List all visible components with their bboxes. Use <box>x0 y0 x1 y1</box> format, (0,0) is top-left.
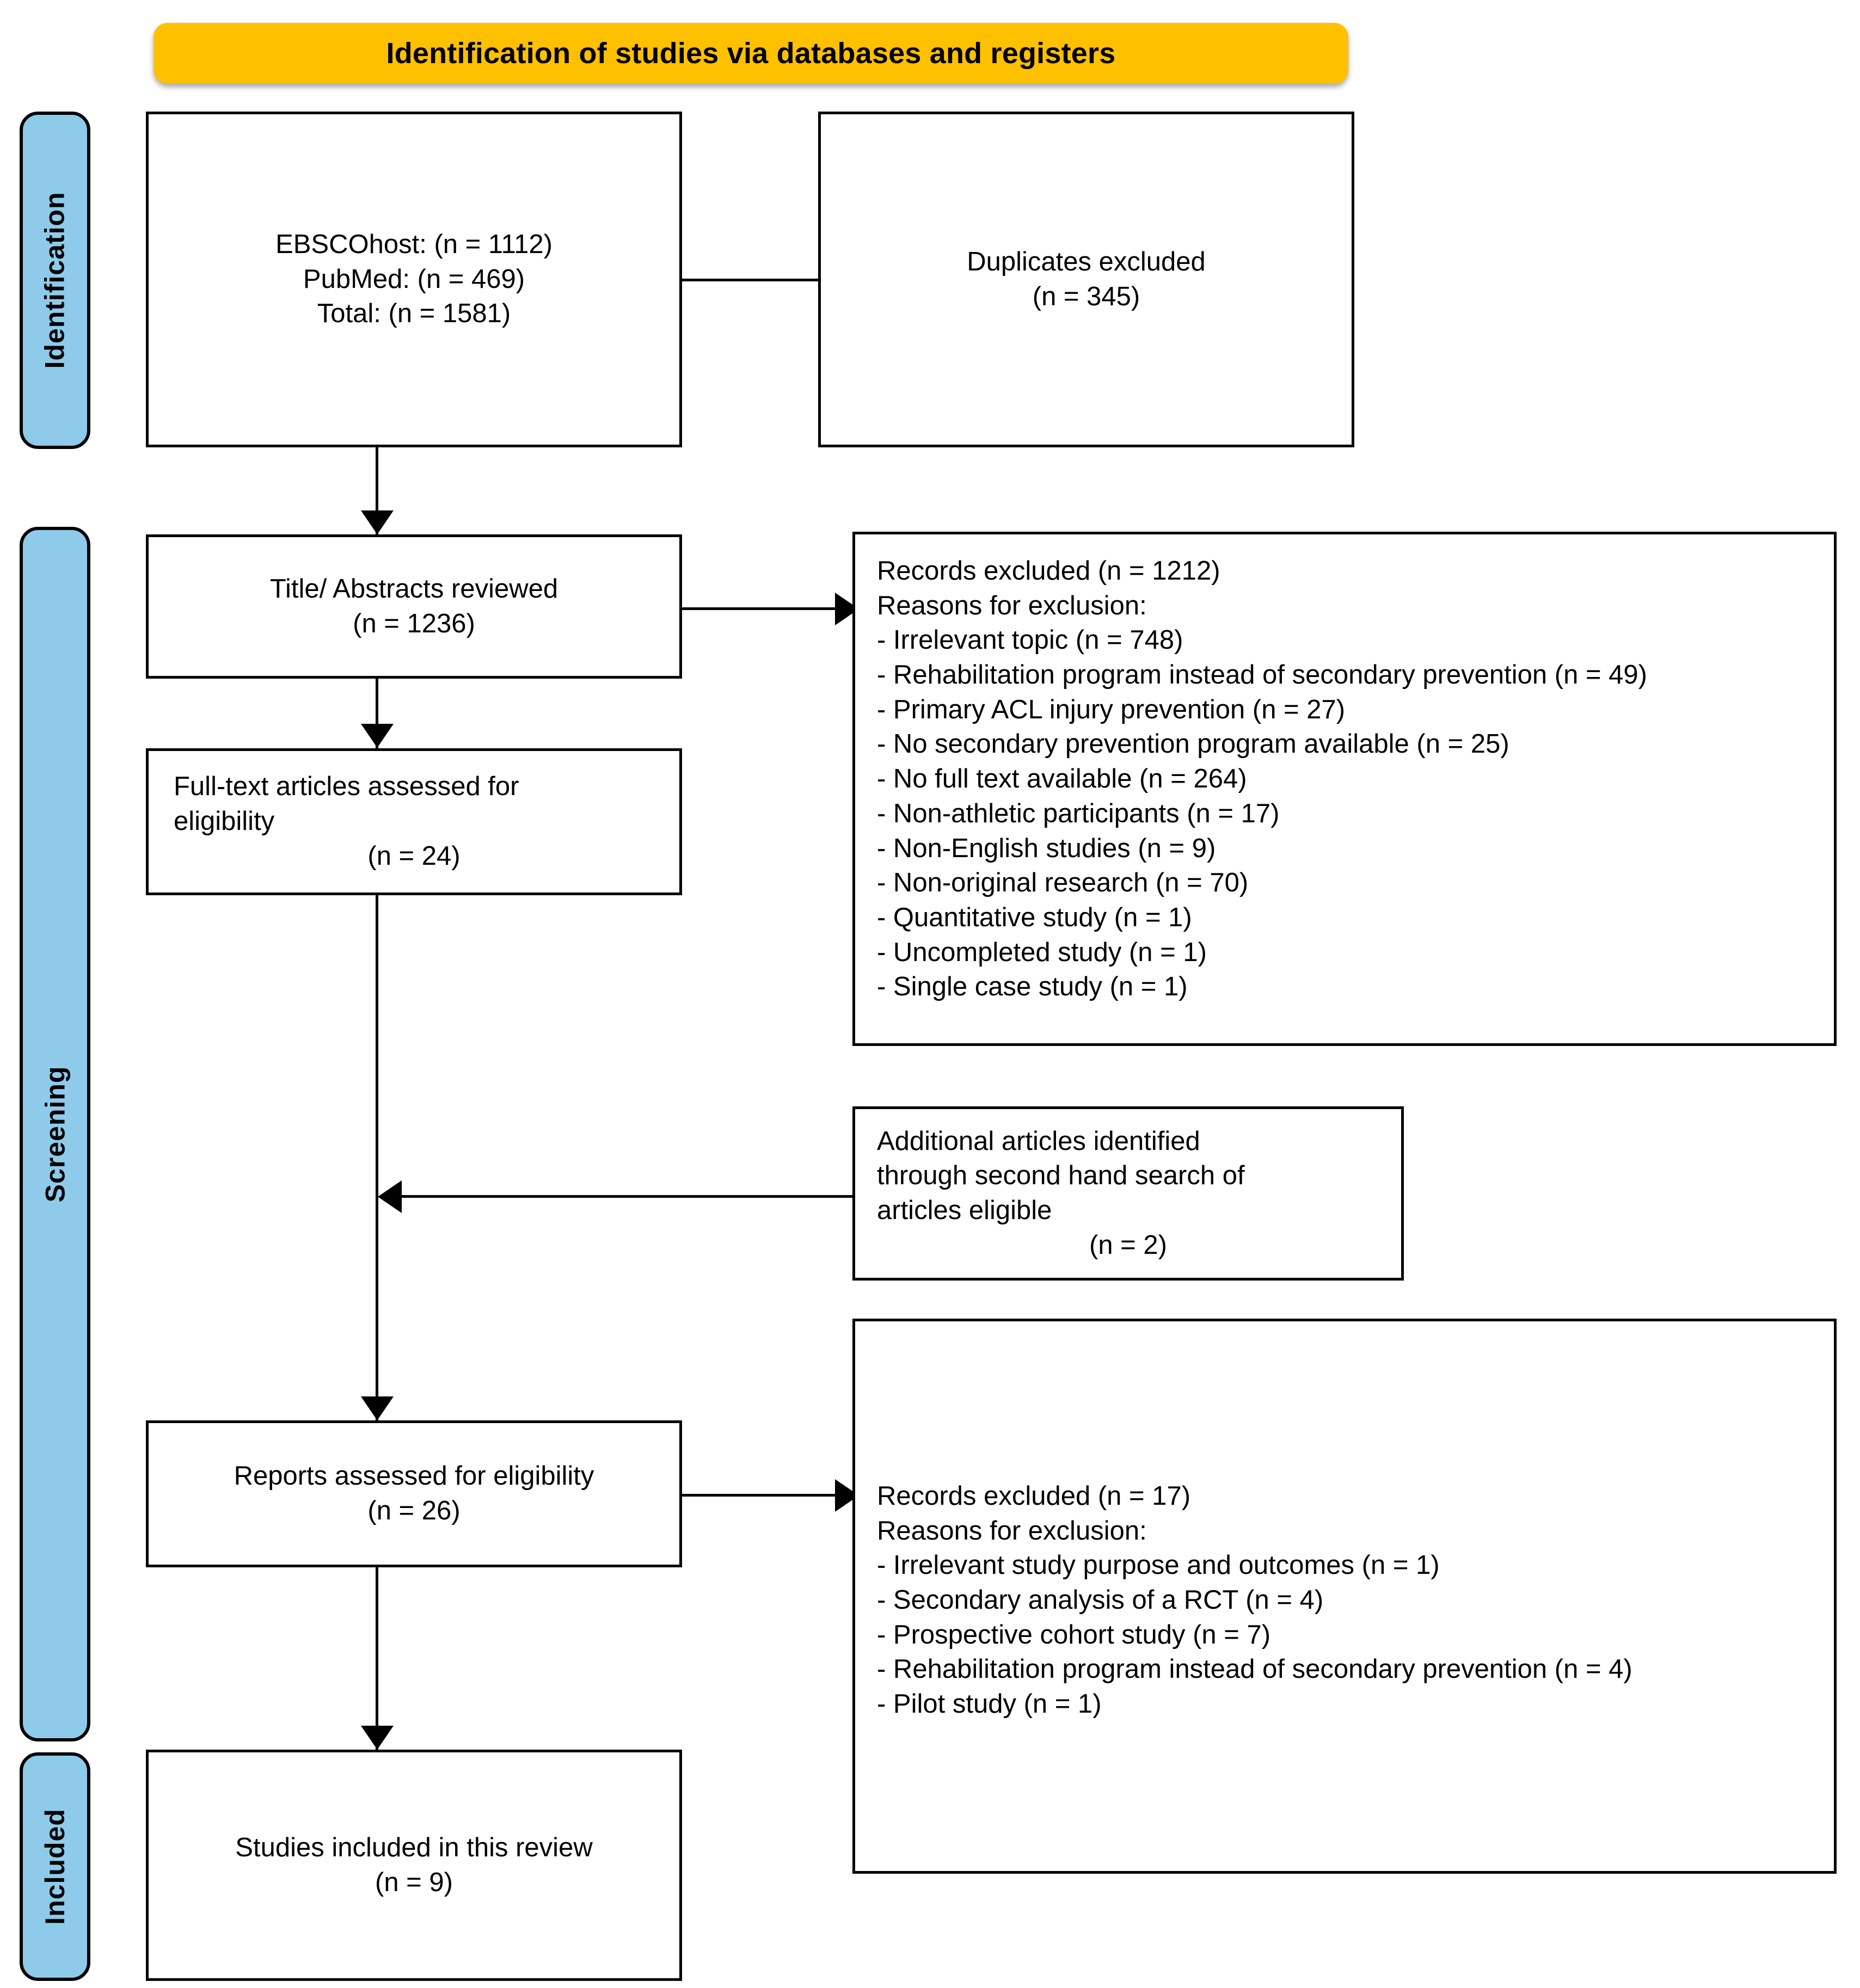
box-studies-included: Studies included in this review (n = 9) <box>146 1750 682 1981</box>
fulltext-line-2: eligibility <box>174 807 275 836</box>
stage-label-screening-text: Screening <box>40 1066 70 1203</box>
connector-title-abstracts-to-fulltext <box>376 679 378 748</box>
excluded-screening-subheading: Reasons for exclusion: <box>877 590 1147 620</box>
excluded-screening-reason: - Primary ACL injury prevention (n = 27) <box>877 694 1346 724</box>
excluded-eligibility-subheading: Reasons for exclusion: <box>877 1516 1147 1546</box>
excluded-eligibility-reason: - Prospective cohort study (n = 7) <box>877 1620 1271 1650</box>
excluded-screening-reason: - Quantitative study (n = 1) <box>877 902 1192 932</box>
excluded-screening-reason: - No secondary prevention program availa… <box>877 729 1509 759</box>
stage-label-identification-text: Identification <box>40 192 71 369</box>
additional-line-3: articles eligible <box>877 1196 1052 1225</box>
excluded-screening-reason: - Non-English studies (n = 9) <box>877 833 1216 863</box>
sources-line-3: Total: (n = 1581) <box>317 299 511 329</box>
excluded-eligibility-reason: - Pilot study (n = 1) <box>877 1689 1102 1719</box>
excluded-screening-reason: - Uncompleted study (n = 1) <box>877 937 1207 967</box>
sources-line-1: EBSCOhost: (n = 1112) <box>275 229 553 259</box>
fulltext-line-3: (n = 24) <box>367 841 461 871</box>
stage-label-screening: Screening <box>20 527 90 1741</box>
excluded-eligibility-reason: - Secondary analysis of a RCT (n = 4) <box>877 1585 1324 1615</box>
arrowhead-additional-to-spine-icon <box>378 1180 402 1213</box>
duplicates-line-2: (n = 345) <box>1032 281 1140 311</box>
box-duplicates-excluded: Duplicates excluded (n = 345) <box>818 112 1354 447</box>
excluded-eligibility-reason: - Rehabilitation program instead of seco… <box>877 1654 1632 1684</box>
excluded-screening-reason: - Rehabilitation program instead of seco… <box>877 660 1647 690</box>
excluded-screening-heading: Records excluded (n = 1212) <box>877 556 1220 586</box>
stage-label-included: Included <box>20 1752 90 1981</box>
excluded-screening-reason: - Non-original research (n = 70) <box>877 868 1249 898</box>
connector-additional-to-spine <box>402 1195 852 1198</box>
title-abstracts-line-2: (n = 1236) <box>353 608 475 638</box>
connector-title-abstracts-to-excluded <box>682 607 857 610</box>
stage-label-included-text: Included <box>40 1808 71 1925</box>
arrowhead-title-abstracts-to-fulltext-icon <box>361 724 394 748</box>
sources-line-2: PubMed: (n = 469) <box>303 264 525 294</box>
excluded-eligibility-reason: - Irrelevant study purpose and outcomes … <box>877 1550 1440 1580</box>
fulltext-line-1: Full-text articles assessed for <box>174 772 519 802</box>
excluded-screening-reason: - Single case study (n = 1) <box>877 972 1188 1002</box>
box-fulltext-assessed: Full-text articles assessed for eligibil… <box>146 748 682 895</box>
connector-reports-assessed-to-included <box>376 1567 378 1750</box>
excluded-screening-reason: - Irrelevant topic (n = 748) <box>877 625 1183 655</box>
box-reports-assessed: Reports assessed for eligibility (n = 26… <box>146 1420 682 1567</box>
connector-reports-assessed-to-excluded <box>682 1494 857 1497</box>
box-sources: EBSCOhost: (n = 1112) PubMed: (n = 469) … <box>146 112 682 447</box>
reports-assessed-line-1: Reports assessed for eligibility <box>234 1461 594 1491</box>
title-abstracts-line-1: Title/ Abstracts reviewed <box>269 574 558 604</box>
additional-line-4: (n = 2) <box>1089 1230 1167 1260</box>
arrowhead-sources-to-title-abstracts-icon <box>361 510 394 534</box>
box-records-excluded-screening: Records excluded (n = 1212) Reasons for … <box>852 532 1837 1046</box>
diagram-title-banner: Identification of studies via databases … <box>154 23 1348 84</box>
excluded-eligibility-reason-list: - Irrelevant study purpose and outcomes … <box>877 1548 1812 1721</box>
duplicates-line-1: Duplicates excluded <box>967 247 1206 276</box>
excluded-eligibility-heading: Records excluded (n = 17) <box>877 1481 1191 1511</box>
box-records-excluded-eligibility: Records excluded (n = 17) Reasons for ex… <box>852 1319 1837 1874</box>
excluded-screening-reason-list: - Irrelevant topic (n = 748) - Rehabilit… <box>877 623 1812 1005</box>
diagram-title: Identification of studies via databases … <box>386 37 1116 70</box>
included-studies-line-1: Studies included in this review <box>235 1832 593 1862</box>
arrowhead-reports-assessed-to-included-icon <box>361 1726 394 1750</box>
stage-label-identification: Identification <box>20 112 90 449</box>
connector-sources-to-title-abstracts <box>376 447 378 534</box>
connector-fulltext-to-reports-assessed <box>376 895 378 1420</box>
box-title-abstracts-reviewed: Title/ Abstracts reviewed (n = 1236) <box>146 534 682 679</box>
additional-line-2: through second hand search of <box>877 1161 1245 1191</box>
connector-sources-to-duplicates <box>682 279 841 281</box>
reports-assessed-line-2: (n = 26) <box>367 1496 461 1525</box>
box-additional-articles: Additional articles identified through s… <box>852 1106 1404 1281</box>
arrowhead-fulltext-to-reports-assessed-icon <box>361 1396 394 1420</box>
included-studies-line-2: (n = 9) <box>375 1867 453 1897</box>
excluded-screening-reason: - No full text available (n = 264) <box>877 764 1247 794</box>
additional-line-1: Additional articles identified <box>877 1126 1200 1156</box>
excluded-screening-reason: - Non-athletic participants (n = 17) <box>877 798 1280 828</box>
